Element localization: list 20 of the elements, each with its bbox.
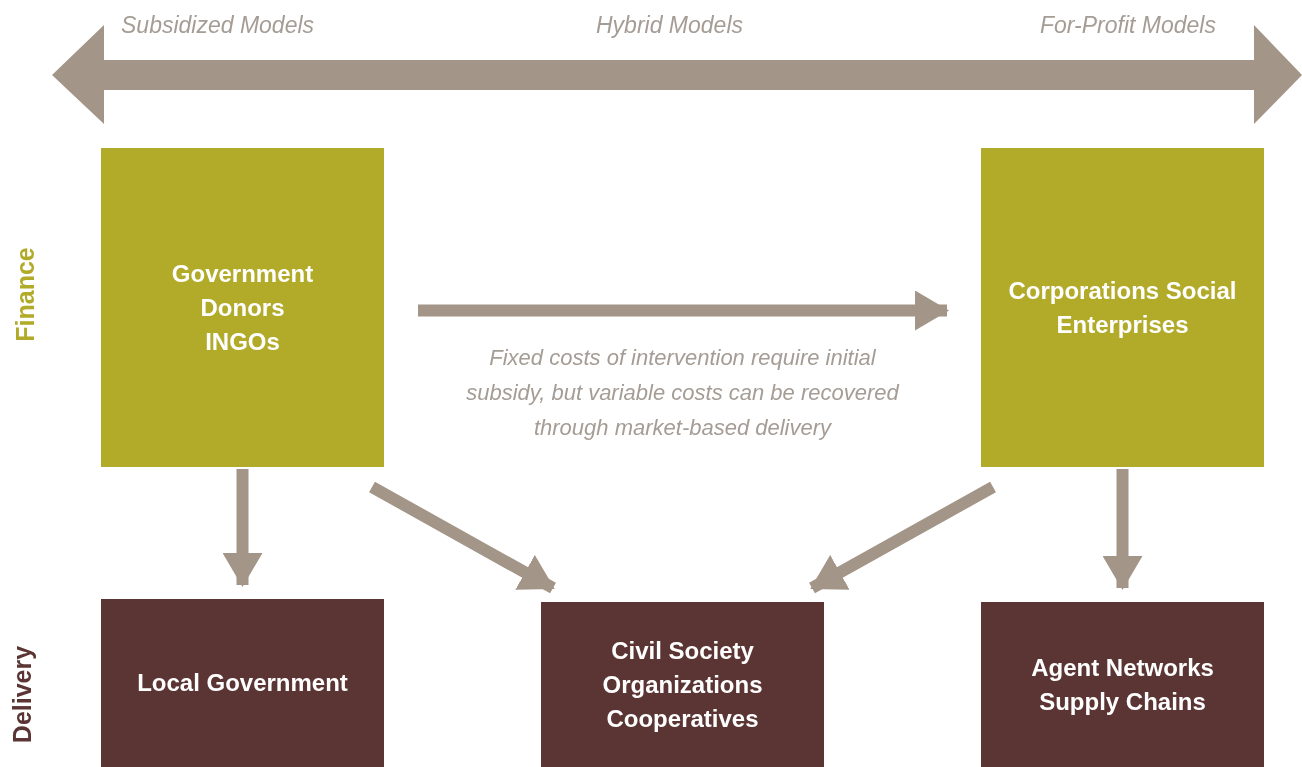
box-label: Corporations Social Enterprises: [1007, 275, 1238, 340]
delivery-box: [101, 599, 384, 767]
model-type-label: Subsidized Models: [121, 12, 315, 39]
delivery-box: [541, 602, 824, 767]
row-label: Delivery: [8, 645, 38, 744]
model-type-label: For-Profit Models: [1040, 12, 1216, 39]
delivery-box: [981, 602, 1264, 767]
funding-box: [981, 148, 1264, 467]
arrow: [1102, 469, 1143, 590]
arrow: [809, 481, 996, 594]
arrow: [369, 481, 556, 594]
box-label: Government Donors INGOs: [170, 258, 315, 357]
model-type-label: Hybrid Models: [596, 12, 743, 39]
box-label: Agent Networks Supply Chains: [1030, 652, 1215, 717]
row-label: Finance: [10, 247, 40, 342]
arrow: [418, 290, 949, 331]
box-label: Civil Society Organizations Cooperatives: [601, 635, 764, 734]
arrow: [222, 469, 263, 587]
funding-box: [101, 148, 384, 467]
box-label: Local Government: [137, 668, 348, 698]
